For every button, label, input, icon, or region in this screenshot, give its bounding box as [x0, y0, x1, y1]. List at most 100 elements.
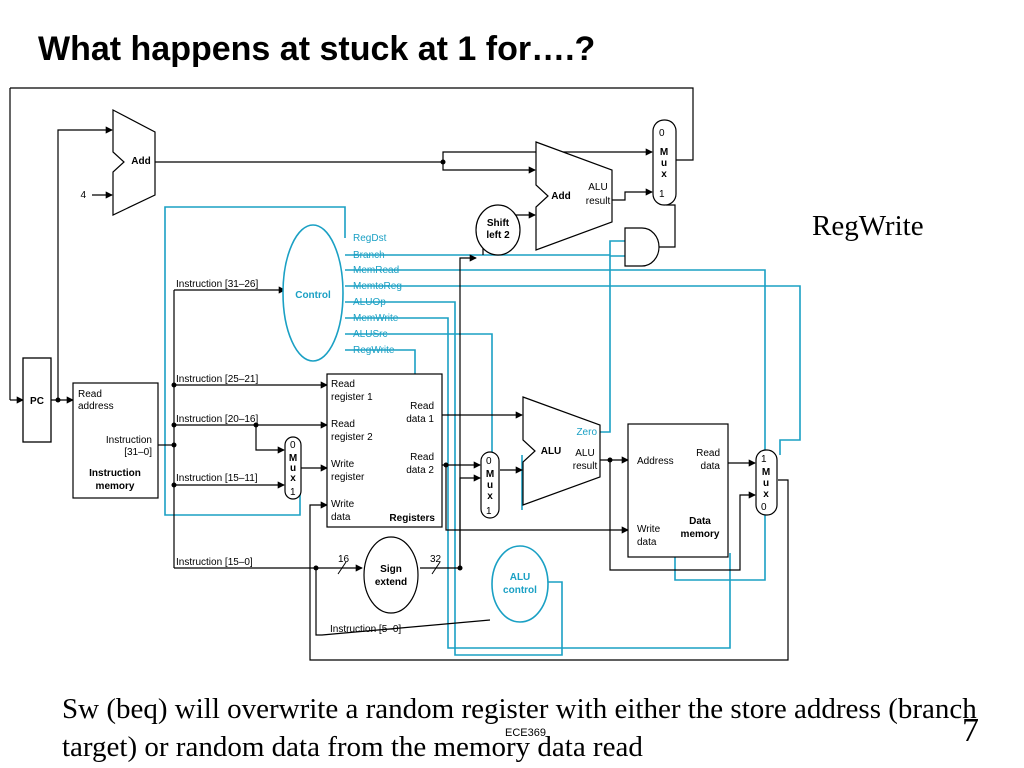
- branch-adder: [535, 141, 613, 251]
- alu-result-a: ALU: [575, 448, 594, 459]
- dmem-name-1: Data: [689, 516, 711, 527]
- memtoreg-mux-in1: 0: [761, 502, 767, 513]
- imem-instruction-label: Instruction: [106, 435, 152, 446]
- control-unit: [282, 224, 344, 362]
- slide-title: What happens at stuck at 1 for….?: [38, 30, 596, 68]
- alusrc-mux: [480, 451, 500, 519]
- regdst-mux-in1: 1: [290, 487, 296, 498]
- dmem-read-b: data: [701, 461, 721, 472]
- reg-write-b: register: [331, 472, 365, 483]
- memtoreg-mux: [755, 449, 778, 516]
- pc-mux-in0: 0: [659, 128, 665, 139]
- slide-caption: Sw (beq) will overwrite a random registe…: [62, 693, 977, 763]
- sign-extend: [363, 536, 419, 614]
- alusrc-mux-in0: 0: [486, 456, 492, 467]
- reg-rdata2-a: Read: [410, 452, 434, 463]
- regdst-mux-x: x: [290, 473, 296, 484]
- branch-adder-alu: ALU: [588, 182, 607, 193]
- memtoreg-mux-in0: 1: [761, 454, 767, 465]
- sign-extend-1: Sign: [380, 564, 402, 575]
- signal-memtoreg: MemtoReg: [353, 281, 402, 292]
- dmem-name-2: memory: [681, 529, 720, 540]
- alu-label: ALU: [541, 446, 562, 457]
- register-file: [326, 373, 443, 528]
- alu-result-b: result: [573, 461, 598, 472]
- slide-footer: ECE369: [505, 727, 546, 739]
- branch-adder-result: result: [586, 196, 611, 207]
- branch-adder-label: Add: [551, 191, 570, 202]
- reg-rdata1-b: data 1: [406, 414, 434, 425]
- const-four: 4: [80, 190, 86, 201]
- dmem-write-b: data: [637, 537, 657, 548]
- bus-slash-32: [431, 561, 441, 575]
- pc-mux-in1: 1: [659, 189, 665, 200]
- alu-zero: Zero: [576, 427, 597, 438]
- signal-memread: MemRead: [353, 265, 399, 276]
- reg-write-a: Write: [331, 459, 355, 470]
- reg-read1-b: register 1: [331, 392, 373, 403]
- main-alu: [522, 396, 601, 506]
- imem-name-2: memory: [96, 481, 135, 492]
- reg-rdata1-a: Read: [410, 401, 434, 412]
- signal-memwrite: MemWrite: [353, 313, 399, 324]
- imem-read-label: Read: [78, 389, 102, 400]
- signal-regwrite: RegWrite: [353, 345, 395, 356]
- memtoreg-mux-u: u: [763, 478, 769, 489]
- imem-range-label: [31–0]: [124, 447, 152, 458]
- control-label: Control: [295, 290, 331, 301]
- regdst-mux-m: M: [289, 453, 297, 464]
- alu-control: [491, 545, 549, 623]
- imem-address-label: address: [78, 401, 114, 412]
- instr-5-0: Instruction [5–0]: [330, 624, 401, 635]
- regdst-mux-in0: 0: [290, 440, 296, 451]
- signal-alusrc: ALUSrc: [353, 329, 387, 340]
- slide-number: 7: [962, 712, 979, 749]
- data-memory: [627, 423, 729, 558]
- reg-read2-b: register 2: [331, 432, 373, 443]
- alusrc-mux-in1: 1: [486, 506, 492, 517]
- branch-and-gate: [624, 227, 660, 267]
- reg-wdata-a: Write: [331, 499, 355, 510]
- alu-control-2: control: [503, 585, 537, 596]
- instr-15-0: Instruction [15–0]: [176, 557, 253, 568]
- signal-aluop: ALUOp: [353, 297, 386, 308]
- registers-name: Registers: [389, 513, 435, 524]
- imem-name-1: Instruction: [89, 468, 141, 479]
- dmem-address: Address: [637, 456, 674, 467]
- wire-junctions: [55, 159, 613, 571]
- pc-register: [22, 357, 52, 443]
- reg-read2-a: Read: [331, 419, 355, 430]
- sign-extend-2: extend: [375, 577, 407, 588]
- pc-mux-u: u: [661, 158, 667, 169]
- instruction-memory: [72, 382, 159, 499]
- signal-branch: Branch: [353, 250, 385, 261]
- alusrc-mux-m: M: [486, 469, 494, 480]
- pc-adder-label: Add: [131, 156, 150, 167]
- regdst-mux: [284, 436, 302, 500]
- pc-mux-x: x: [661, 169, 667, 180]
- signal-regdst: RegDst: [353, 233, 387, 244]
- instr-15-11: Instruction [15–11]: [176, 473, 258, 484]
- bus-slash-16: [337, 561, 347, 575]
- bits-16: 16: [338, 554, 350, 565]
- regwrite-label: RegWrite: [812, 210, 924, 242]
- instr-20-16: Instruction [20–16]: [176, 414, 258, 425]
- dmem-write-a: Write: [637, 524, 661, 535]
- shift-label-2: left 2: [486, 230, 510, 241]
- reg-wdata-b: data: [331, 512, 351, 523]
- memtoreg-mux-x: x: [763, 489, 769, 500]
- regdst-mux-u: u: [290, 463, 296, 474]
- alusrc-mux-u: u: [487, 480, 493, 491]
- alu-control-1: ALU: [510, 572, 531, 583]
- pc-adder: [112, 109, 156, 216]
- dmem-read-a: Read: [696, 448, 720, 459]
- memtoreg-mux-m: M: [762, 467, 770, 478]
- instr-25-21: Instruction [25–21]: [176, 374, 258, 385]
- pc-mux-m: M: [660, 147, 668, 158]
- alusrc-mux-x: x: [487, 491, 493, 502]
- shift-left-2: [475, 204, 521, 256]
- bits-32: 32: [430, 554, 442, 565]
- pc-source-mux: [652, 119, 677, 206]
- reg-rdata2-b: data 2: [406, 465, 434, 476]
- shift-label-1: Shift: [487, 218, 510, 229]
